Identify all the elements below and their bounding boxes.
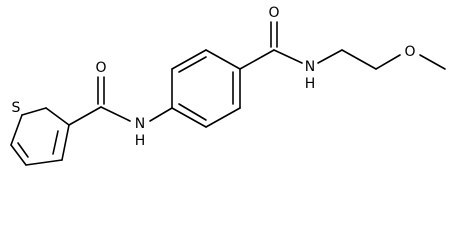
bond xyxy=(171,107,207,128)
hydrogen-atom-label: H xyxy=(135,133,146,149)
bond xyxy=(178,103,207,121)
bond xyxy=(10,114,23,146)
hydrogen-atom-label: H xyxy=(305,76,316,92)
bond xyxy=(178,56,207,73)
nitrogen-atom-label: N xyxy=(135,116,145,132)
oxygen-atom-label: O xyxy=(95,60,106,76)
oxygen-atom-label: O xyxy=(404,44,415,60)
sulfur-atom-label: S xyxy=(12,100,21,116)
bond xyxy=(52,130,59,155)
molecule-structure: S O N H O N H O xyxy=(10,5,446,166)
atom-labels: S O N H O N H O xyxy=(12,5,416,149)
oxygen-atom-label: O xyxy=(268,5,279,21)
bond xyxy=(317,49,343,64)
bonds xyxy=(10,21,446,166)
bond xyxy=(21,107,47,116)
bond xyxy=(273,49,303,64)
bond xyxy=(375,54,401,70)
bond xyxy=(45,107,70,126)
bond xyxy=(61,124,70,161)
bond xyxy=(17,142,29,158)
bond xyxy=(419,54,446,70)
bond xyxy=(205,107,241,128)
bond xyxy=(239,49,275,70)
bond xyxy=(149,107,173,122)
bond xyxy=(10,144,27,166)
bond xyxy=(171,49,207,70)
bond xyxy=(25,159,63,166)
nitrogen-atom-label: N xyxy=(305,59,315,75)
bond xyxy=(100,106,131,122)
bond xyxy=(68,106,102,126)
bond xyxy=(341,49,377,70)
bond xyxy=(205,49,241,70)
